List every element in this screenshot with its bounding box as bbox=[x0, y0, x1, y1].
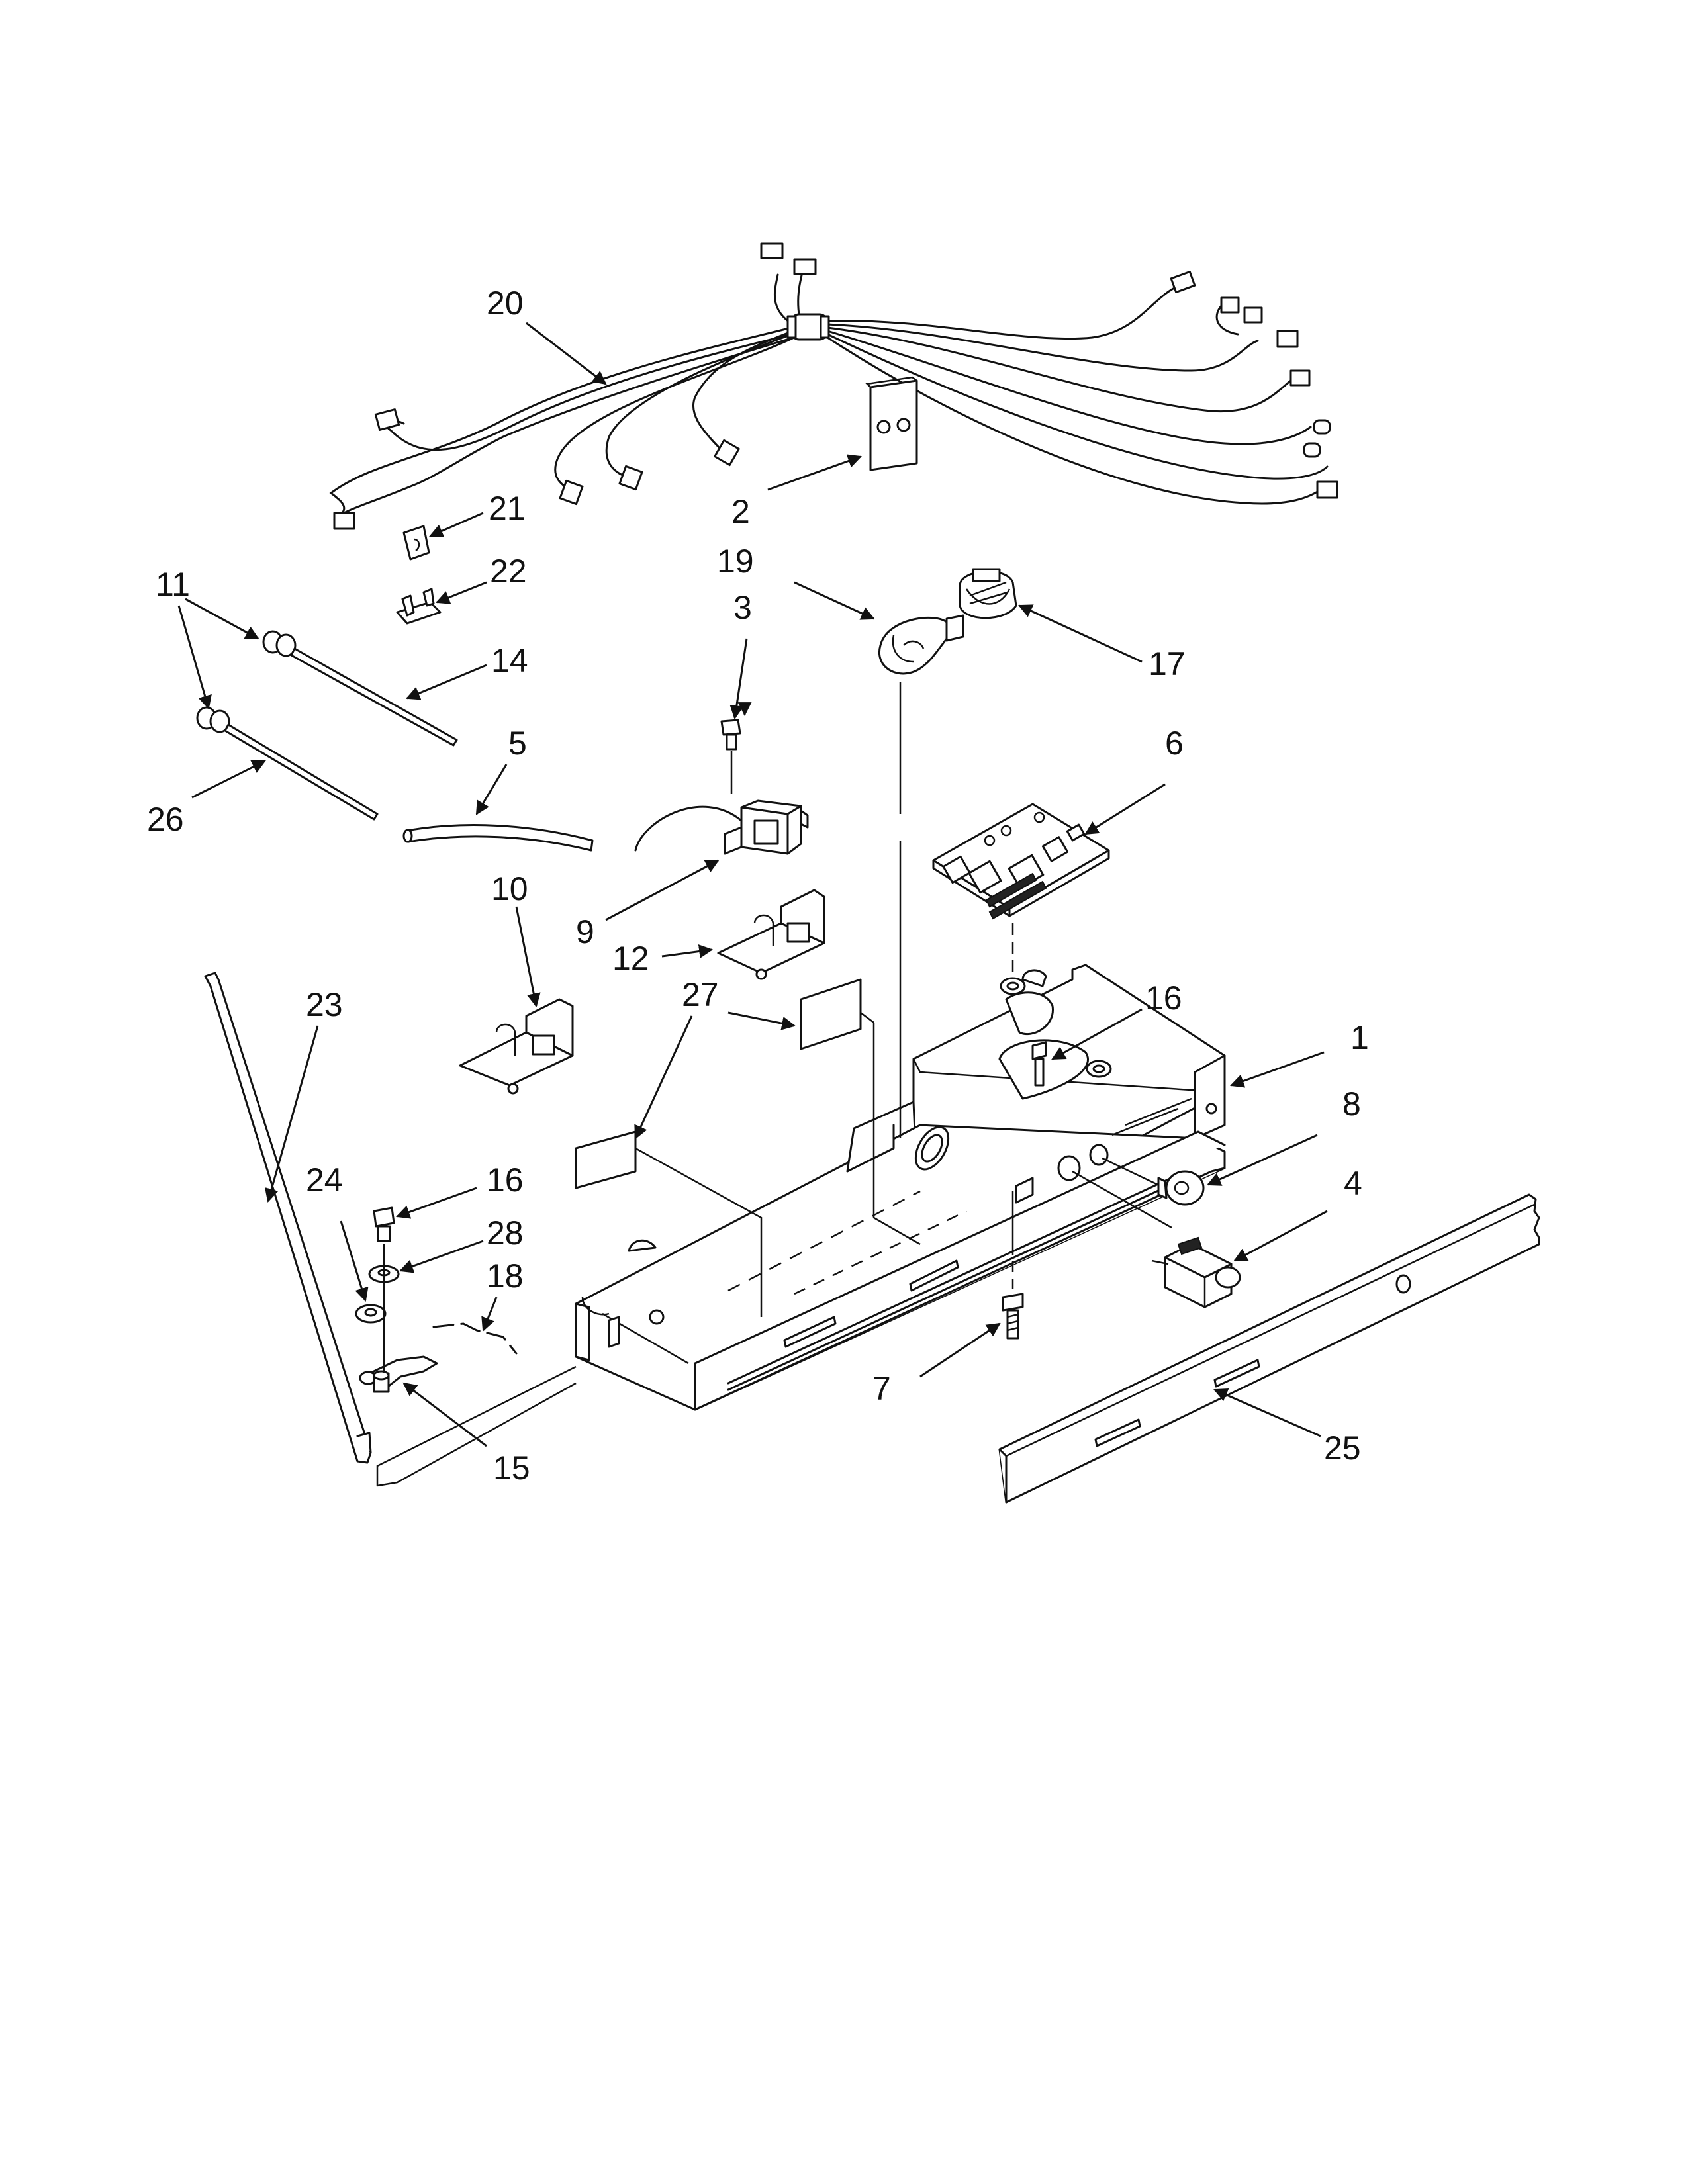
callout-16-housing: 16 bbox=[1145, 979, 1182, 1017]
callout-20: 20 bbox=[487, 285, 524, 322]
part-1-housing bbox=[575, 964, 1226, 1411]
part-18-wire bbox=[432, 1322, 518, 1355]
part-3-screw bbox=[720, 719, 741, 751]
part-6-control-board bbox=[932, 803, 1110, 920]
part-25-panel bbox=[998, 1193, 1540, 1504]
callout-28: 28 bbox=[487, 1214, 524, 1251]
wire-harness bbox=[329, 242, 1338, 530]
callout-19: 19 bbox=[717, 543, 754, 580]
callout-labels: 20 2 21 22 19 3 11 14 17 5 6 26 10 9 12 … bbox=[147, 285, 1369, 1486]
part-19-bulb bbox=[878, 614, 964, 675]
part-23-rail bbox=[204, 972, 372, 1464]
part-5-tubing bbox=[402, 824, 594, 852]
part-4-switch bbox=[1151, 1236, 1241, 1308]
part-7-screw bbox=[1002, 1293, 1024, 1340]
callout-25: 25 bbox=[1324, 1430, 1361, 1467]
part-17-socket bbox=[959, 568, 1017, 619]
callout-8: 8 bbox=[1342, 1085, 1361, 1122]
callout-7: 7 bbox=[872, 1370, 891, 1407]
callout-10: 10 bbox=[491, 870, 528, 907]
part-9-switch bbox=[634, 799, 809, 855]
part-16-screw-hinge bbox=[373, 1206, 395, 1242]
part-15-hinge bbox=[359, 1355, 438, 1393]
callout-17: 17 bbox=[1149, 645, 1186, 682]
callout-15: 15 bbox=[493, 1449, 530, 1486]
part-24-washer bbox=[355, 1304, 387, 1324]
part-2-plate bbox=[865, 376, 918, 471]
part-27-labels bbox=[575, 978, 862, 1189]
part-11-fittings bbox=[196, 630, 297, 733]
callout-1: 1 bbox=[1350, 1019, 1369, 1056]
callout-5: 5 bbox=[508, 725, 527, 762]
callout-4: 4 bbox=[1344, 1165, 1362, 1202]
callout-9: 9 bbox=[576, 913, 594, 950]
part-8-plug bbox=[1157, 1170, 1205, 1206]
callout-21: 21 bbox=[489, 490, 526, 527]
part-21-clip bbox=[402, 525, 430, 561]
part-12-bracket bbox=[717, 889, 825, 980]
assembly-lines bbox=[376, 682, 1172, 1487]
callout-16-hinge: 16 bbox=[487, 1161, 524, 1199]
callout-26: 26 bbox=[147, 801, 184, 838]
callout-18: 18 bbox=[487, 1257, 524, 1295]
callout-6: 6 bbox=[1165, 725, 1184, 762]
callout-23: 23 bbox=[306, 986, 343, 1023]
callout-27: 27 bbox=[682, 976, 719, 1013]
part-14-tube bbox=[290, 647, 458, 747]
callout-14: 14 bbox=[491, 642, 528, 679]
callout-22: 22 bbox=[490, 553, 527, 590]
leader-lines bbox=[177, 322, 1328, 1447]
callout-3: 3 bbox=[733, 589, 752, 626]
part-10-bracket bbox=[459, 998, 574, 1095]
part-26-tube bbox=[224, 723, 379, 821]
part-22-clip bbox=[396, 588, 442, 625]
callout-11: 11 bbox=[156, 566, 190, 603]
callout-2: 2 bbox=[731, 493, 750, 530]
part-16-screw-housing bbox=[1031, 1041, 1047, 1087]
callout-12: 12 bbox=[612, 940, 649, 977]
callout-24: 24 bbox=[306, 1161, 343, 1199]
